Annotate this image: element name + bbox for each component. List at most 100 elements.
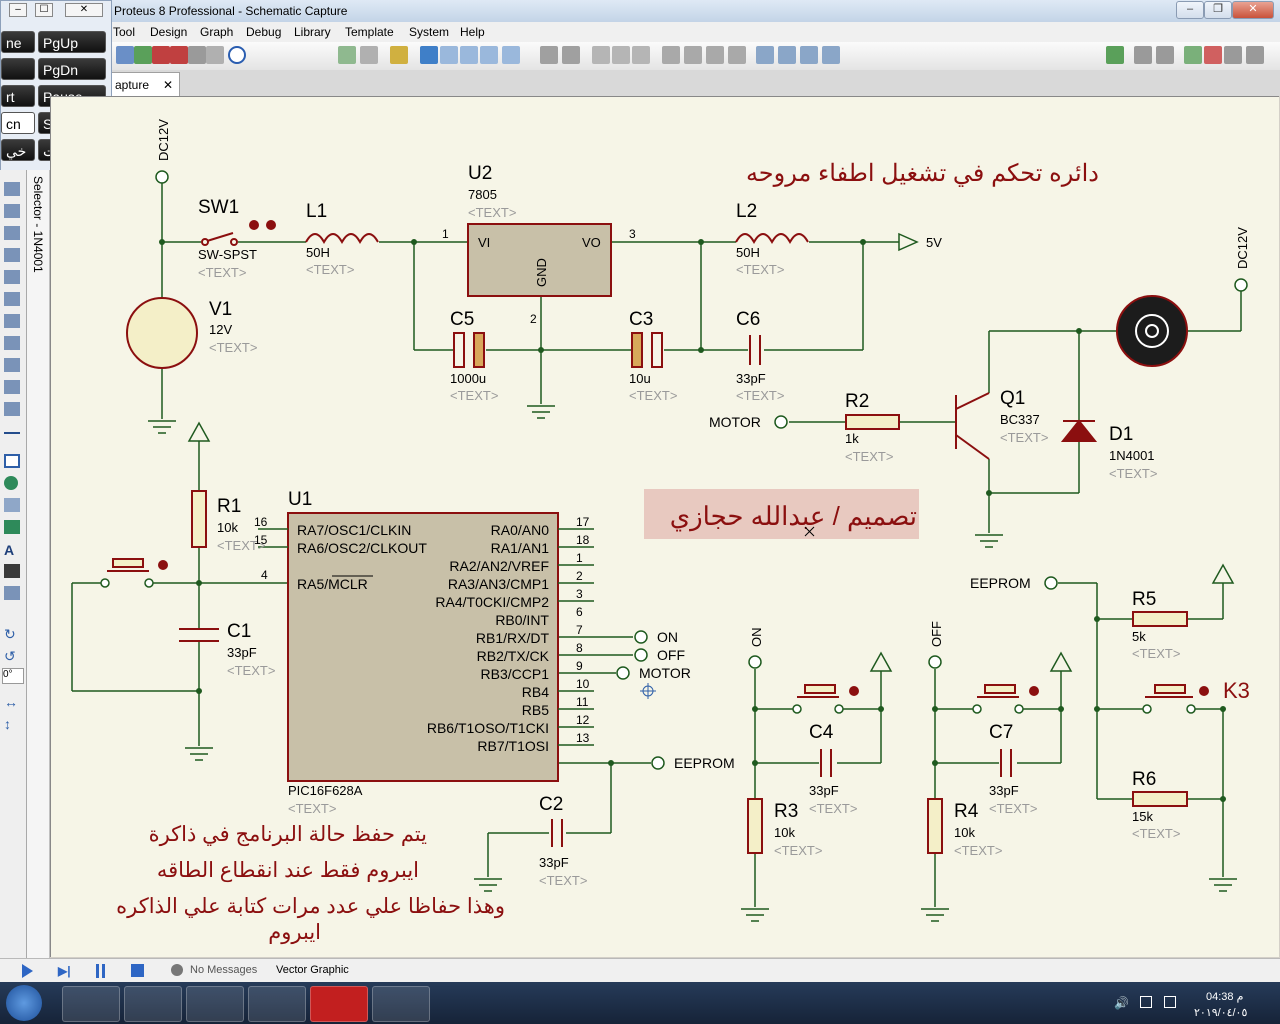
symbol-tool-icon[interactable] bbox=[4, 564, 20, 578]
print-icon[interactable] bbox=[206, 46, 224, 64]
schematic-canvas[interactable]: DC12V DC12V SW1 SW-SPST <TEXT> L1 50H <T… bbox=[50, 96, 1279, 957]
key-home[interactable]: ne bbox=[1, 31, 35, 53]
selector-panel[interactable] bbox=[27, 170, 50, 958]
save-icon[interactable] bbox=[188, 46, 206, 64]
key-insert[interactable]: rt bbox=[1, 85, 35, 107]
text-tool-icon[interactable]: A bbox=[4, 542, 15, 558]
menu-help[interactable]: Help bbox=[460, 25, 485, 39]
maximize-button[interactable]: ❐ bbox=[1204, 1, 1232, 19]
zoom-in-icon[interactable] bbox=[440, 46, 458, 64]
grid-icon[interactable] bbox=[360, 46, 378, 64]
pan-icon[interactable] bbox=[420, 46, 438, 64]
search-tag-icon[interactable] bbox=[1134, 46, 1152, 64]
key-end[interactable] bbox=[1, 58, 35, 80]
help-icon[interactable] bbox=[228, 46, 246, 64]
mirror-y-icon[interactable]: ↕ bbox=[4, 716, 11, 732]
key-prtscn[interactable]: cn bbox=[1, 112, 35, 134]
menu-debug[interactable]: Debug bbox=[246, 25, 282, 39]
bom-icon[interactable] bbox=[152, 46, 170, 64]
rotate-cw-icon[interactable]: ↻ bbox=[4, 626, 16, 642]
circle-tool-icon[interactable] bbox=[4, 476, 18, 490]
zoom-out-icon[interactable] bbox=[460, 46, 478, 64]
menu-system[interactable]: System bbox=[409, 25, 450, 39]
tape-recorder-icon[interactable] bbox=[4, 358, 20, 372]
exit-parent-icon[interactable] bbox=[1224, 46, 1242, 64]
menu-tool[interactable]: Tool bbox=[113, 25, 136, 39]
pause-icon[interactable] bbox=[96, 964, 99, 978]
bus-mode-icon[interactable] bbox=[4, 270, 20, 284]
subcircuit-icon[interactable] bbox=[4, 292, 20, 306]
wire-label-icon[interactable] bbox=[4, 226, 20, 240]
undo-icon[interactable] bbox=[540, 46, 558, 64]
netlist-icon[interactable] bbox=[134, 46, 152, 64]
osk-close-button[interactable]: ✕ bbox=[65, 3, 103, 17]
block-delete-icon[interactable] bbox=[728, 46, 746, 64]
cut-icon[interactable] bbox=[592, 46, 610, 64]
menu-graph[interactable]: Graph bbox=[200, 25, 234, 39]
close-button[interactable]: ✕ bbox=[1232, 1, 1274, 19]
mirror-x-icon[interactable]: ↔ bbox=[4, 694, 18, 710]
proteus-isis-task-icon[interactable] bbox=[310, 986, 368, 1022]
key-pgdn[interactable]: PgDn bbox=[38, 58, 106, 80]
new-sheet-icon[interactable] bbox=[116, 46, 134, 64]
junction-mode-icon[interactable] bbox=[4, 204, 20, 218]
wire-autoroute-icon[interactable] bbox=[1106, 46, 1124, 64]
paste-icon[interactable] bbox=[632, 46, 650, 64]
decompose-icon[interactable] bbox=[822, 46, 840, 64]
minimize-button[interactable]: – bbox=[1176, 1, 1204, 19]
firefox-task-icon[interactable] bbox=[186, 986, 244, 1022]
packaging-icon[interactable] bbox=[800, 46, 818, 64]
menu-template[interactable]: Template bbox=[345, 25, 394, 39]
block-rotate-icon[interactable] bbox=[706, 46, 724, 64]
rotate-ccw-icon[interactable]: ↺ bbox=[4, 648, 16, 664]
menu-library[interactable]: Library bbox=[294, 25, 331, 39]
line-tool-icon[interactable] bbox=[4, 432, 20, 434]
arc-tool-icon[interactable] bbox=[4, 498, 20, 512]
box-tool-icon[interactable] bbox=[4, 454, 20, 468]
probe-icon[interactable] bbox=[4, 402, 20, 416]
action-center-icon[interactable] bbox=[1164, 996, 1176, 1008]
block-copy-icon[interactable] bbox=[662, 46, 680, 64]
zoom-area-icon[interactable] bbox=[502, 46, 520, 64]
terminal-mode-icon[interactable] bbox=[4, 314, 20, 328]
origin-icon[interactable] bbox=[390, 46, 408, 64]
explorer-task-icon[interactable] bbox=[62, 986, 120, 1022]
refresh-icon[interactable] bbox=[338, 46, 356, 64]
keyboard-task-icon[interactable] bbox=[248, 986, 306, 1022]
rotation-angle-field[interactable]: 0° bbox=[2, 668, 24, 684]
play-icon[interactable] bbox=[22, 964, 33, 978]
marker-tool-icon[interactable] bbox=[4, 586, 20, 600]
block-move-icon[interactable] bbox=[684, 46, 702, 64]
stop-icon[interactable] bbox=[131, 964, 144, 977]
start-button-icon[interactable] bbox=[6, 985, 42, 1021]
clock-date[interactable]: ٢٠١٩/٠٤/٠٥ bbox=[1194, 1007, 1248, 1019]
new-sheet-add-icon[interactable] bbox=[1184, 46, 1202, 64]
media-player-task-icon[interactable] bbox=[124, 986, 182, 1022]
zoom-all-icon[interactable] bbox=[480, 46, 498, 64]
property-tool-icon[interactable] bbox=[1156, 46, 1174, 64]
graph-mode-icon[interactable] bbox=[4, 336, 20, 350]
clock-time[interactable]: 04:38 م bbox=[1206, 991, 1244, 1003]
osk-minimize-button[interactable]: – bbox=[9, 3, 27, 17]
menu-design[interactable]: Design bbox=[150, 25, 188, 39]
tab-schematic[interactable]: apture ✕ bbox=[110, 72, 180, 97]
generator-icon[interactable] bbox=[4, 380, 20, 394]
tab-close-icon[interactable]: ✕ bbox=[163, 78, 174, 92]
proteus-task-icon[interactable] bbox=[372, 986, 430, 1022]
make-device-icon[interactable] bbox=[778, 46, 796, 64]
key-options[interactable]: خي bbox=[1, 139, 35, 161]
remove-sheet-icon[interactable] bbox=[1204, 46, 1222, 64]
volume-icon[interactable]: 🔊 bbox=[1114, 996, 1129, 1010]
bill-icon[interactable] bbox=[1246, 46, 1264, 64]
network-icon[interactable] bbox=[1140, 996, 1152, 1008]
ares-icon[interactable] bbox=[170, 46, 188, 64]
key-pgup[interactable]: PgUp bbox=[38, 31, 106, 53]
copy-icon[interactable] bbox=[612, 46, 630, 64]
component-mode-icon[interactable] bbox=[4, 182, 20, 196]
redo-icon[interactable] bbox=[562, 46, 580, 64]
path-tool-icon[interactable] bbox=[4, 520, 20, 534]
text-script-icon[interactable] bbox=[4, 248, 20, 262]
pick-device-icon[interactable] bbox=[756, 46, 774, 64]
osk-maximize-button[interactable]: ☐ bbox=[35, 3, 53, 17]
messages-status[interactable]: No Messages bbox=[190, 964, 258, 976]
